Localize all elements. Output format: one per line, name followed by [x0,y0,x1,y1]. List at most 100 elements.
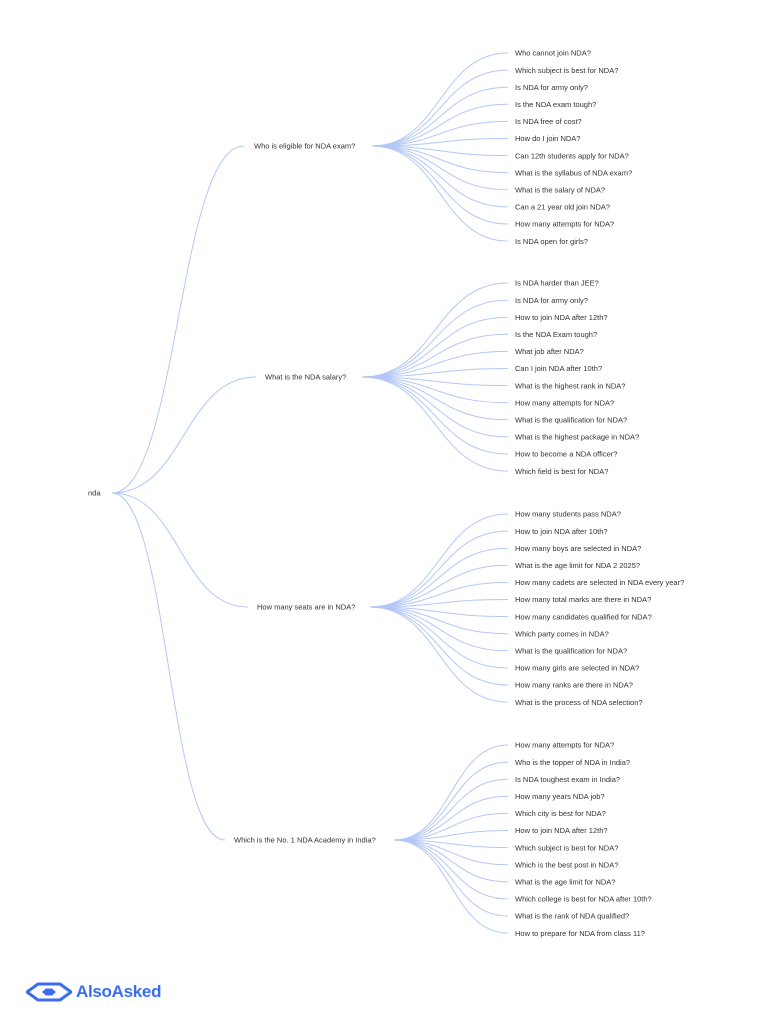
branch-leaf-link [371,86,509,147]
root-branch-link [111,492,249,608]
leaf-question-label[interactable]: How to prepare for NDA from class 11? [515,929,645,938]
branch-leaf-link [369,513,509,608]
leaf-question-label[interactable]: What is the syllabus of NDA exam? [515,168,632,177]
leaf-question-label[interactable]: What is the rank of NDA qualified? [515,912,629,921]
leaf-question-label[interactable]: Is NDA for army only? [515,83,588,92]
leaf-question-label[interactable]: How many attempts for NDA? [515,398,614,407]
leaf-question-label[interactable]: Is NDA free of cost? [515,117,582,126]
branch-leaf-link [361,376,509,421]
branch-leaf-link [371,103,509,147]
leaf-question-label[interactable]: Is NDA harder than JEE? [515,279,599,288]
leaf-question-label[interactable]: What is the age limit for NDA? [515,878,615,887]
leaf-question-label[interactable]: What is the age limit for NDA 2 2025? [515,561,640,570]
branch-question-label[interactable]: Which is the No. 1 NDA Academy in India? [234,836,376,845]
links [111,52,509,934]
root-node-label[interactable]: nda [88,489,101,498]
leaf-question-label[interactable]: Which field is best for NDA? [515,467,608,476]
leaf-question-label[interactable]: How many total marks are there in NDA? [515,595,651,604]
branch-leaf-link [393,812,509,841]
branch-leaf-link [361,333,509,378]
leaf-question-label[interactable]: Which city is best for NDA? [515,809,606,818]
leaf-question-label[interactable]: How many cadets are selected in NDA ever… [515,578,684,587]
branch-leaf-link [361,316,509,378]
leaf-question-label[interactable]: What job after NDA? [515,347,584,356]
branch-leaf-link [369,599,509,608]
leaf-question-label[interactable]: Which subject is best for NDA? [515,66,618,75]
alsoasked-logo[interactable]: AlsoAsked [26,982,161,1002]
root-branch-link [111,376,257,494]
leaf-question-label[interactable]: Which college is best for NDA after 10th… [515,895,652,904]
branch-leaf-link [361,376,509,404]
leaf-question-label[interactable]: How to join NDA after 12th? [515,826,608,835]
leaf-question-label[interactable]: Can a 21 year old join NDA? [515,203,610,212]
branch-question-label[interactable]: How many seats are in NDA? [257,603,355,612]
leaf-question-label[interactable]: Which subject is best for NDA? [515,843,618,852]
leaf-question-label[interactable]: How many students pass NDA? [515,510,621,519]
branch-question-label[interactable]: What is the NDA salary? [265,373,346,382]
leaf-question-label[interactable]: Is the NDA exam tough? [515,100,596,109]
branch-leaf-link [371,52,509,147]
branch-leaf-link [371,120,509,147]
leaf-question-label[interactable]: How many attempts for NDA? [515,220,614,229]
branch-leaf-link [393,839,509,883]
branch-leaf-link [361,299,509,378]
leaf-question-label[interactable]: How many years NDA job? [515,792,605,801]
branch-leaf-link [369,606,509,686]
leaf-question-label[interactable]: What is the qualification for NDA? [515,647,627,656]
branch-leaf-link [393,761,509,841]
leaf-question-label[interactable]: Can I join NDA after 10th? [515,364,602,373]
branch-leaf-link [369,606,509,652]
leaf-question-label[interactable]: How many candidates qualified for NDA? [515,612,652,621]
branch-leaf-link [371,145,509,208]
leaf-question-label[interactable]: Is NDA open for girls? [515,237,588,246]
leaf-question-label[interactable]: Who is the topper of NDA in India? [515,758,630,767]
branch-leaf-link [369,606,509,703]
leaf-question-label[interactable]: How to join NDA after 12th? [515,313,608,322]
branch-leaf-link [369,564,509,608]
branch-leaf-link [371,138,509,147]
branch-leaf-link [393,839,509,900]
leaf-question-label[interactable]: How to join NDA after 10th? [515,527,608,536]
branch-leaf-link [371,69,509,147]
leaf-question-label[interactable]: How many attempts for NDA? [515,741,614,750]
branch-leaf-link [371,145,509,225]
branch-leaf-link [361,368,509,378]
leaf-question-label[interactable]: What is the salary of NDA? [515,186,605,195]
branch-leaf-link [393,744,509,841]
leaf-question-label[interactable]: What is the highest rank in NDA? [515,381,625,390]
branch-leaf-link [369,530,509,608]
branch-leaf-link [369,606,509,669]
leaf-question-label[interactable]: How many ranks are there in NDA? [515,681,633,690]
branch-leaf-link [369,581,509,608]
alsoasked-logo-icon [26,982,72,1002]
leaf-question-label[interactable]: How many girls are selected in NDA? [515,664,639,673]
leaf-question-label[interactable]: Is the NDA Exam tough? [515,330,597,339]
branch-leaf-link [369,606,509,635]
leaf-question-label[interactable]: How to become a NDA officer? [515,450,617,459]
branch-leaf-link [393,839,509,934]
leaf-question-label[interactable]: What is the process of NDA selection? [515,698,643,707]
branch-leaf-link [361,350,509,378]
leaf-question-label[interactable]: How many boys are selected in NDA? [515,544,641,553]
brand-name: AlsoAsked [76,982,162,1001]
leaf-question-label[interactable]: Can 12th students apply for NDA? [515,151,629,160]
leaf-question-label[interactable]: What is the highest package in NDA? [515,433,639,442]
leaf-question-label[interactable]: Who cannot join NDA? [515,49,591,58]
branch-question-label[interactable]: Who is eligible for NDA exam? [254,142,355,151]
leaf-question-label[interactable]: Is NDA for army only? [515,296,588,305]
leaf-question-label[interactable]: Which party comes in NDA? [515,629,609,638]
branch-leaf-link [393,839,509,917]
branch-leaf-link [371,145,509,191]
leaf-question-label[interactable]: What is the qualification for NDA? [515,416,627,425]
branch-leaf-link [393,830,509,841]
branch-leaf-link [393,778,509,841]
root-branch-link [111,145,245,494]
leaf-question-label[interactable]: Is NDA toughest exam in India? [515,775,620,784]
branch-leaf-link [371,145,509,157]
branch-leaf-link [361,376,509,438]
branch-leaf-link [361,376,509,387]
leaf-question-label[interactable]: Which is the best post in NDA? [515,860,618,869]
leaf-question-label[interactable]: How do I join NDA? [515,134,580,143]
branch-leaf-link [369,606,509,618]
